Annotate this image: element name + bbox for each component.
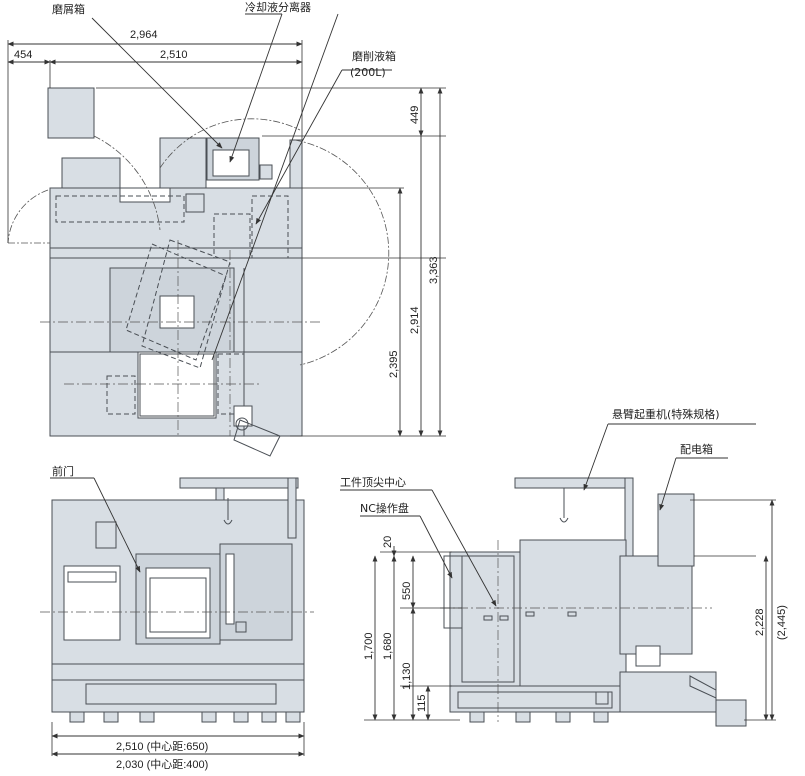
dim-top-main-width: 2,510 <box>160 49 188 61</box>
dim-top-depth-2914: 2,914 <box>409 306 421 334</box>
dim-top-left-offset: 454 <box>14 49 32 61</box>
dim-side-1680: 1,680 <box>382 632 394 660</box>
workpiece-center-label: 工件顶尖中心 <box>340 476 406 489</box>
dim-side-20: 20 <box>382 536 394 548</box>
coolant-separator-label: 冷却液分离器 <box>245 0 311 14</box>
dim-side-1130: 1,130 <box>401 662 413 690</box>
dim-top-total-width: 2,964 <box>130 29 158 41</box>
dim-front-width-2510: 2,510 (中心距:650) <box>116 740 208 753</box>
grinding-fluid-tank-label: 磨削液箱 <box>352 49 396 63</box>
top-view <box>7 13 446 457</box>
dim-side-115: 115 <box>416 694 428 712</box>
electrical-cabinet-label: 配电箱 <box>680 442 713 456</box>
chip-box-label: 磨屑箱 <box>52 2 85 16</box>
cantilever-crane-label: 悬臂起重机(特殊规格) <box>612 407 720 421</box>
dim-top-depth-2395: 2,395 <box>388 350 400 378</box>
dim-top-depth-3363: 3,363 <box>428 256 440 284</box>
dim-side-550: 550 <box>401 582 413 600</box>
side-view <box>340 423 776 727</box>
dim-side-1700: 1,700 <box>363 632 375 660</box>
nc-panel-label: NC操作盘 <box>360 501 409 515</box>
grinding-fluid-tank-capacity: (200L) <box>350 66 386 79</box>
dim-front-width-2030: 2,030 (中心距:400) <box>116 758 208 771</box>
dim-top-depth-449: 449 <box>409 106 421 124</box>
front-view <box>40 477 314 757</box>
front-door-label: 前门 <box>52 464 74 478</box>
dim-side-2228: 2,228 <box>754 608 766 636</box>
dim-side-2445: (2,445) <box>776 605 788 640</box>
